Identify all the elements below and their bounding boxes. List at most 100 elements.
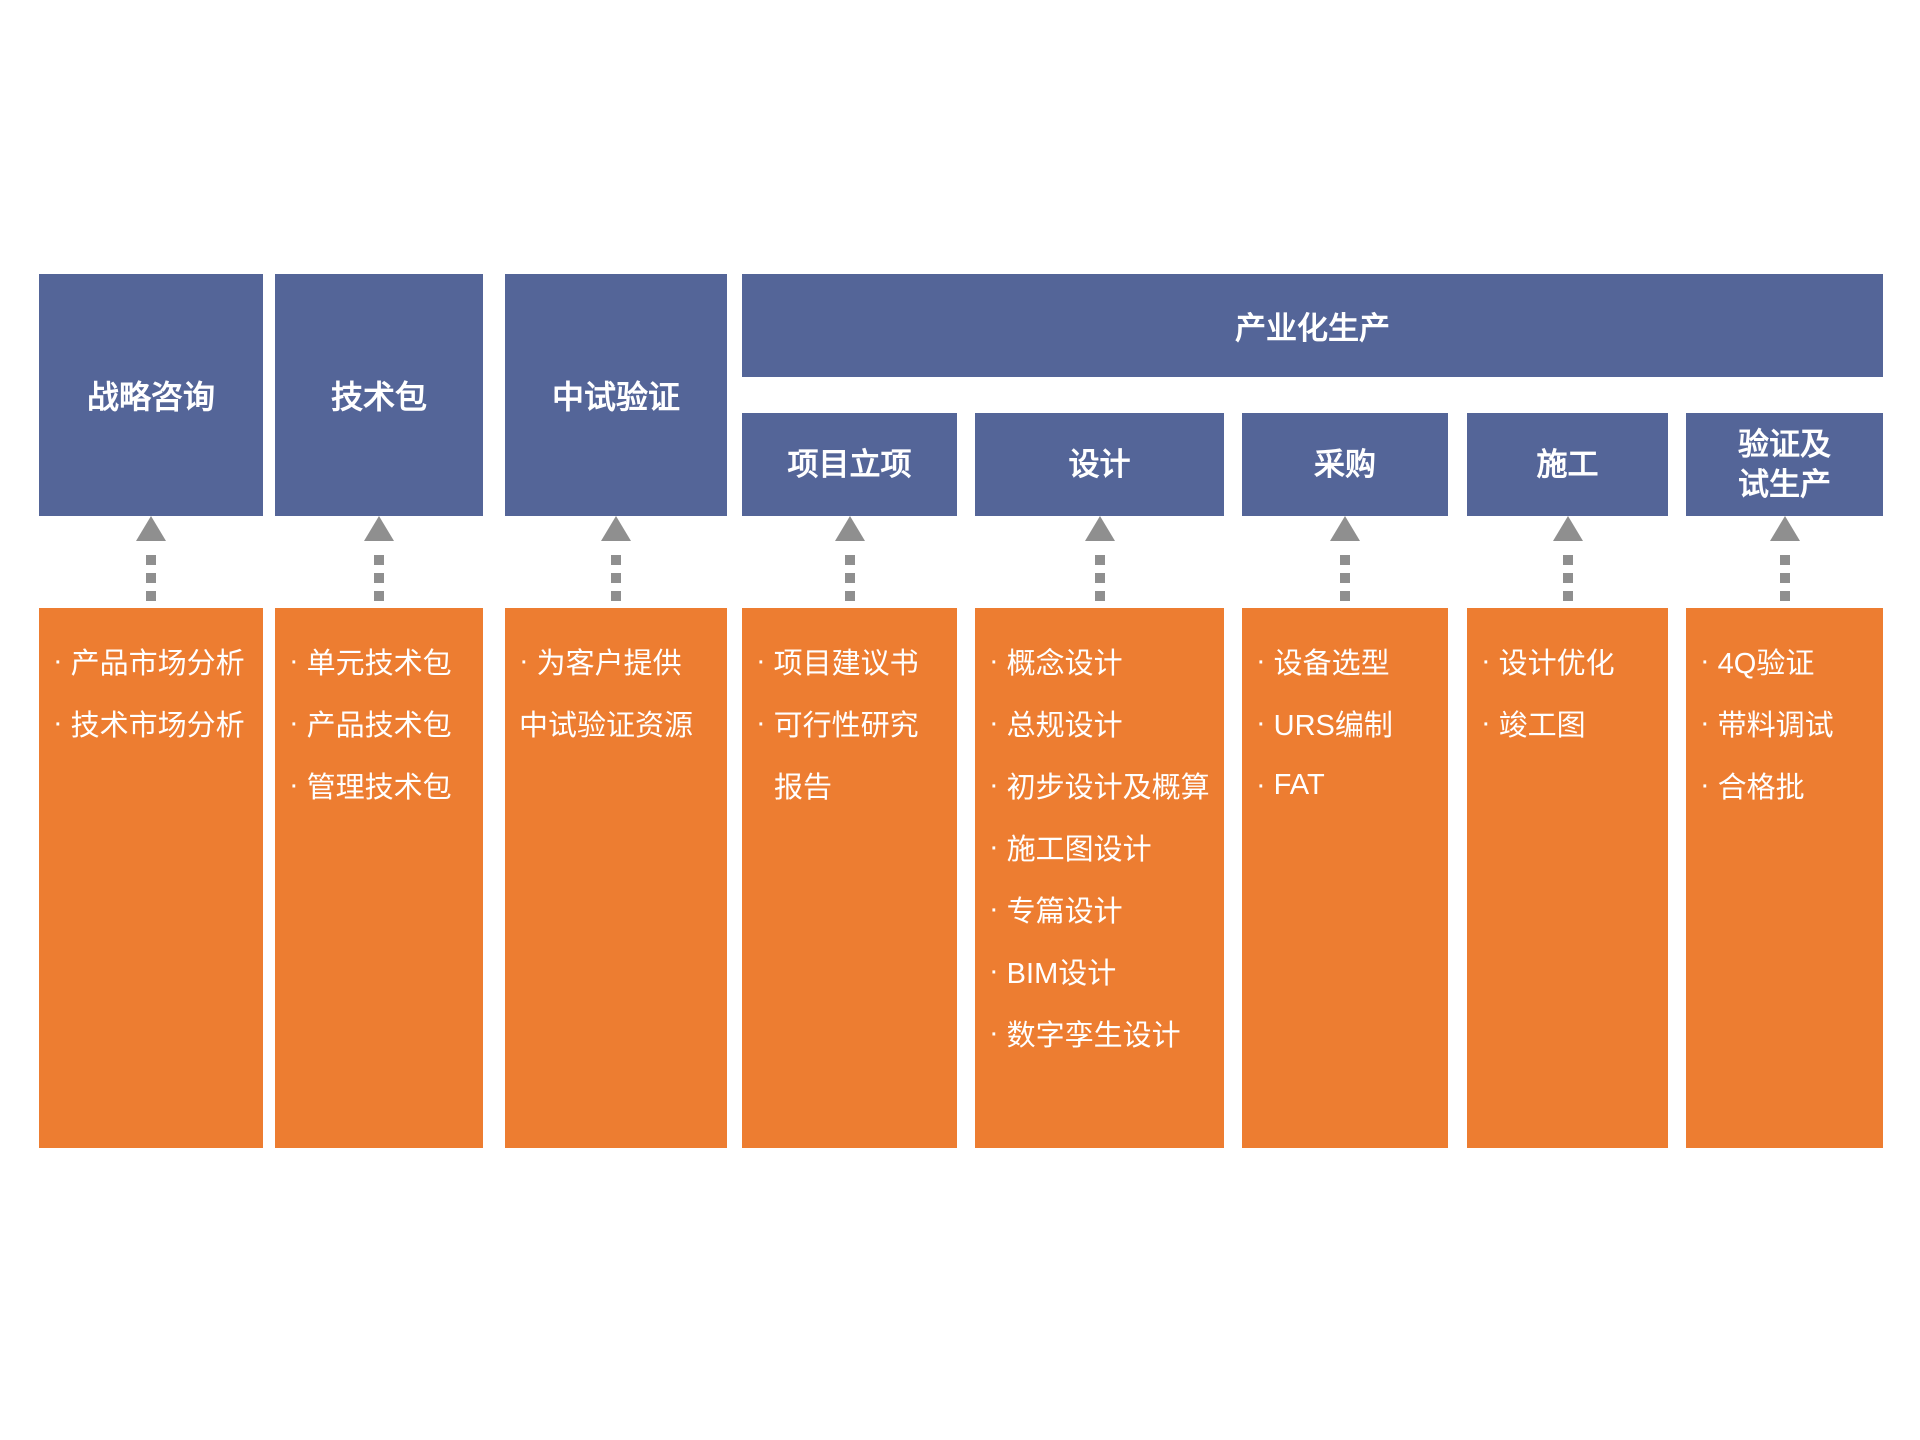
- arrow-head-icon: [601, 516, 631, 541]
- detail-panel-pilot-validation: ·为客户提供 中试验证资源: [505, 608, 727, 1148]
- arrow-head-icon: [1553, 516, 1583, 541]
- bullet-item: ·合格批: [1700, 754, 1883, 816]
- arrow-dash: [611, 573, 621, 583]
- item-text: 施工图设计: [1006, 834, 1152, 866]
- bullet-dot: ·: [53, 706, 63, 739]
- bullet-dot: ·: [756, 706, 766, 739]
- stage-design: 设计: [975, 413, 1224, 516]
- bullet-dot: ·: [756, 644, 766, 677]
- item-text: 设备选型: [1273, 648, 1390, 680]
- arrow-dash: [1563, 573, 1573, 583]
- item-text: 设计优化: [1498, 648, 1615, 680]
- up-arrow-8: [1770, 516, 1800, 608]
- bullet-item: ·BIM设计: [989, 940, 1224, 1002]
- up-arrow-3: [601, 516, 631, 608]
- bullet-item: ·产品技术包: [289, 692, 483, 754]
- bullet-dot: ·: [989, 830, 999, 863]
- item-text: 带料调试: [1717, 710, 1834, 742]
- item-text: 技术市场分析: [70, 710, 245, 742]
- arrow-head-icon: [835, 516, 865, 541]
- arrow-head-icon: [136, 516, 166, 541]
- stage-label: 技术包: [330, 379, 427, 415]
- arrow-head-icon: [364, 516, 394, 541]
- stage-label: 采购: [1314, 446, 1376, 482]
- bullet-item: ·带料调试: [1700, 692, 1883, 754]
- stage-validation-trial-production: 验证及 试生产: [1686, 413, 1883, 516]
- item-text: 4Q验证: [1717, 648, 1815, 680]
- stage-pilot-validation: 中试验证: [505, 274, 727, 516]
- bullet-item: ·数字孪生设计: [989, 1002, 1224, 1064]
- arrow-dash: [1780, 573, 1790, 583]
- bullet-item: ·竣工图: [1481, 692, 1668, 754]
- arrow-dash: [1563, 591, 1573, 601]
- item-text: 产品技术包: [306, 710, 452, 742]
- bullet-item: ·初步设计及概算: [989, 754, 1224, 816]
- arrow-dash: [1095, 591, 1105, 601]
- bullet-item: ·专篇设计: [989, 878, 1224, 940]
- detail-panel-procurement: ·设备选型 ·URS编制 ·FAT: [1242, 608, 1448, 1148]
- item-text: 项目建议书: [773, 648, 919, 680]
- item-text: 中试验证资源: [519, 710, 694, 742]
- bullet-dot: ·: [289, 768, 299, 801]
- item-text: 为客户提供: [536, 648, 682, 680]
- arrow-dash: [611, 591, 621, 601]
- up-arrow-2: [364, 516, 394, 608]
- bullet-dot: ·: [1256, 768, 1266, 801]
- bullet-dot: ·: [1700, 644, 1710, 677]
- arrow-dash: [1340, 573, 1350, 583]
- bullet-dot: ·: [989, 706, 999, 739]
- arrow-dash: [1340, 555, 1350, 565]
- item-text: 概念设计: [1006, 648, 1123, 680]
- stage-label: 项目立项: [787, 446, 912, 482]
- item-text: 数字孪生设计: [1006, 1020, 1181, 1052]
- detail-panel-tech-package: ·单元技术包 ·产品技术包 ·管理技术包: [275, 608, 483, 1148]
- bullet-dot: ·: [989, 1016, 999, 1049]
- up-arrow-5: [1085, 516, 1115, 608]
- item-text: URS编制: [1273, 710, 1393, 742]
- bullet-item: ·FAT: [1256, 754, 1448, 816]
- arrow-dash: [1095, 555, 1105, 565]
- item-text: BIM设计: [1006, 958, 1117, 990]
- stage-label: 战略咨询: [86, 379, 215, 415]
- arrow-dash: [1780, 555, 1790, 565]
- stage-tech-package: 技术包: [275, 274, 483, 516]
- bullet-dot: ·: [989, 954, 999, 987]
- bullet-item: ·可行性研究: [756, 692, 957, 754]
- item-text: 管理技术包: [306, 772, 452, 804]
- item-text: 专篇设计: [1006, 896, 1123, 928]
- bullet-dot: ·: [1481, 644, 1491, 677]
- bullet-item: ·总规设计: [989, 692, 1224, 754]
- arrow-dash: [1340, 591, 1350, 601]
- bullet-dot: ·: [289, 644, 299, 677]
- arrow-dash: [1780, 591, 1790, 601]
- bullet-item: ·技术市场分析: [53, 692, 263, 754]
- stage-label: 验证及 试生产: [1738, 426, 1831, 502]
- arrow-dash: [1095, 573, 1105, 583]
- item-text: 报告: [774, 772, 833, 804]
- stage-strategy-consulting: 战略咨询: [39, 274, 263, 516]
- bullet-dot: ·: [1256, 706, 1266, 739]
- bullet-item: ·URS编制: [1256, 692, 1448, 754]
- bullet-dot: ·: [519, 644, 529, 677]
- bullet-dot: ·: [1256, 644, 1266, 677]
- stage-group-industrial-production: 产业化生产: [742, 274, 1883, 377]
- item-text: 合格批: [1717, 772, 1805, 804]
- bullet-dot: ·: [989, 644, 999, 677]
- bullet-item: ·施工图设计: [989, 816, 1224, 878]
- detail-panel-strategy-consulting: ·产品市场分析 ·技术市场分析: [39, 608, 263, 1148]
- up-arrow-6: [1330, 516, 1360, 608]
- arrow-dash: [146, 591, 156, 601]
- arrow-dash: [1563, 555, 1573, 565]
- up-arrow-4: [835, 516, 865, 608]
- bullet-item: ·产品市场分析: [53, 630, 263, 692]
- detail-panel-project-initiation: ·项目建议书 ·可行性研究 报告: [742, 608, 957, 1148]
- bullet-item: ·项目建议书: [756, 630, 957, 692]
- bullet-dot: ·: [989, 892, 999, 925]
- detail-panel-design: ·概念设计 ·总规设计 ·初步设计及概算 ·施工图设计 ·专篇设计 ·BIM设计…: [975, 608, 1224, 1148]
- detail-panel-validation-trial-production: ·4Q验证 ·带料调试 ·合格批: [1686, 608, 1883, 1148]
- item-text: 初步设计及概算: [1006, 772, 1210, 804]
- arrow-dash: [845, 591, 855, 601]
- bullet-item: ·设计优化: [1481, 630, 1668, 692]
- stage-project-initiation: 项目立项: [742, 413, 957, 516]
